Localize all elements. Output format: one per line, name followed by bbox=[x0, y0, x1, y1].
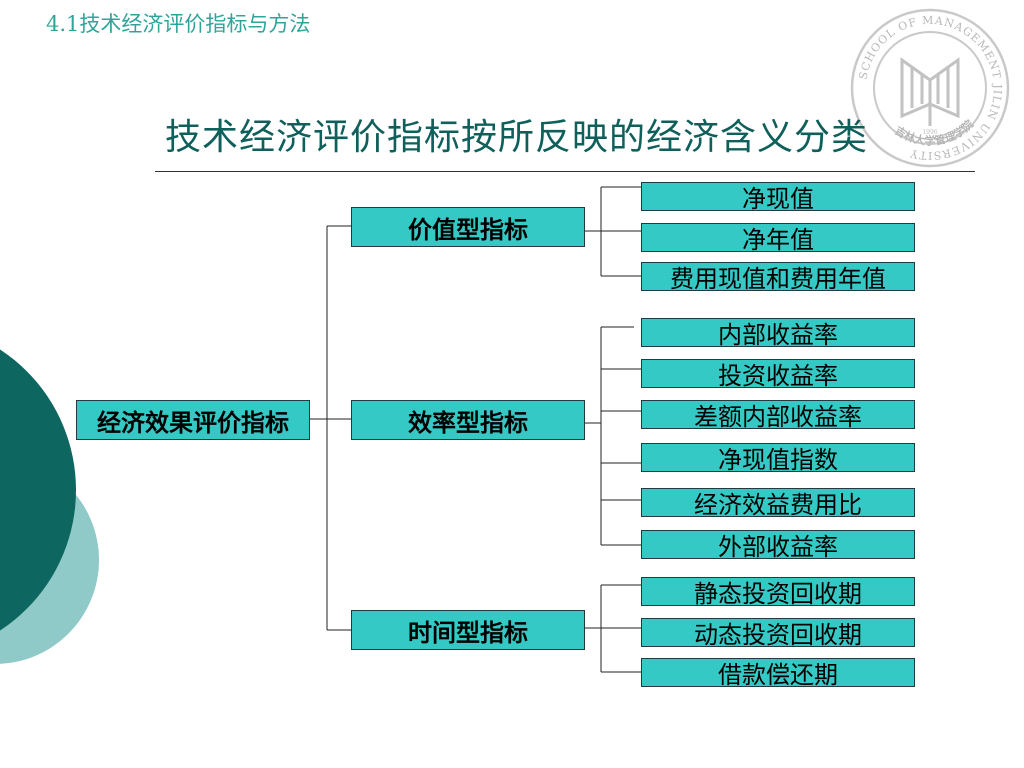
school-logo: SCHOOL OF MANAGEMENT JILIN UNIVERSITY 19… bbox=[850, 8, 1010, 168]
logo-year: 1996 bbox=[922, 129, 937, 136]
title-divider bbox=[155, 171, 975, 172]
leaf-node: 净现值 bbox=[641, 182, 915, 213]
dark-circle bbox=[0, 349, 76, 631]
leaf-node: 净现值指数 bbox=[641, 443, 915, 474]
book-icon bbox=[900, 57, 960, 126]
category-time-node: 时间型指标 bbox=[351, 610, 585, 650]
category-efficiency-node: 效率型指标 bbox=[351, 400, 585, 440]
slide-title: 技术经济评价指标按所反映的经济含义分类 bbox=[165, 117, 869, 158]
leaf-node: 差额内部收益率 bbox=[641, 400, 915, 431]
leaf-node: 净年值 bbox=[641, 223, 915, 254]
leaf-node: 借款偿还期 bbox=[641, 658, 915, 689]
section-label: 4.1技术经济评价指标与方法 bbox=[46, 12, 311, 36]
leaf-node: 内部收益率 bbox=[641, 318, 915, 349]
leaf-node: 动态投资回收期 bbox=[641, 618, 915, 649]
leaf-node: 外部收益率 bbox=[641, 530, 915, 561]
category-value-node: 价值型指标 bbox=[351, 207, 585, 247]
root-node: 经济效果评价指标 bbox=[76, 400, 310, 440]
leaf-node: 经济效益费用比 bbox=[641, 488, 915, 519]
leaf-node: 费用现值和费用年值 bbox=[641, 262, 915, 293]
leaf-node: 静态投资回收期 bbox=[641, 577, 915, 608]
leaf-node: 投资收益率 bbox=[641, 359, 915, 390]
